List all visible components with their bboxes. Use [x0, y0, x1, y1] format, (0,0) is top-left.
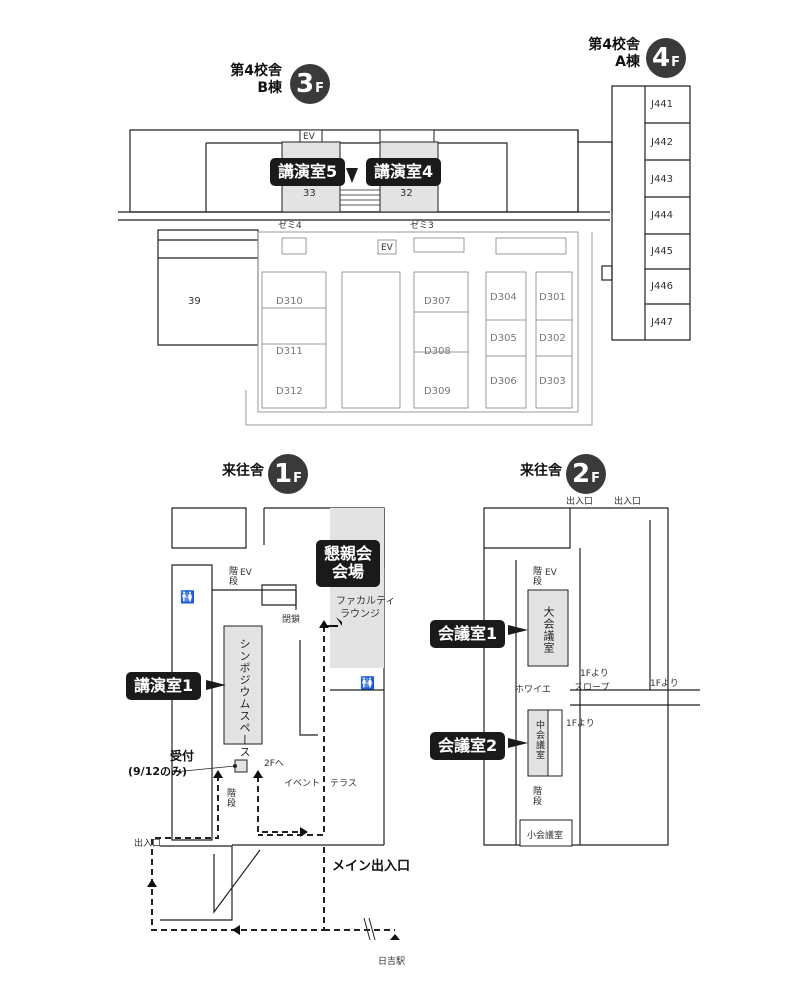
room-d308: D308: [424, 346, 451, 357]
room-j441: J441: [651, 99, 674, 110]
room-d303: D303: [539, 376, 566, 387]
tag-konshinkai-line1: 懇親会: [324, 544, 373, 563]
room-d310: D310: [276, 296, 303, 307]
room-d307: D307: [424, 296, 451, 307]
ev-2f: EV: [545, 568, 557, 578]
room-d302: D302: [539, 333, 566, 344]
faculty-lounge-1: ファカルティ: [336, 596, 396, 607]
exit-1f: 出入口: [134, 839, 162, 849]
room-d306: D306: [490, 376, 517, 387]
hiyoshi-station: 日吉駅: [378, 957, 406, 967]
building-4a-4f-outline: [601, 85, 691, 341]
main-exit-label: メイン出入口: [332, 859, 411, 874]
stairs-3f-top: [340, 189, 380, 206]
tag-konshinkai: 懇親会 会場: [316, 540, 381, 587]
stairs-2f: 階段: [531, 566, 541, 586]
tag-konshinkai-line2: 会場: [332, 562, 365, 582]
room-j444: J444: [651, 210, 674, 221]
raiou-2f-name: 来往舎: [520, 463, 562, 479]
tag-kaigi1: 会議室1: [430, 620, 506, 649]
restroom-icon: 🚻: [180, 590, 195, 604]
tag-koen4: 講演室4: [366, 158, 442, 187]
to-2f: 2Fへ: [264, 759, 284, 769]
terrace-label: テラス: [330, 779, 357, 789]
closed-label: 閉鎖: [282, 615, 301, 625]
raiou-1f-name: 来往舎: [222, 463, 264, 479]
room-j446: J446: [651, 281, 674, 292]
ev-3f-top: EV: [303, 132, 315, 142]
building-4a-line1: 第4校舎: [588, 37, 640, 53]
event-label: イベント: [284, 779, 321, 789]
ev-3f-mid: EV: [381, 243, 393, 253]
from-1f-b: 1Fより: [650, 679, 679, 689]
hoyer: ホワイエ: [515, 685, 551, 695]
room-39: 39: [188, 296, 201, 307]
building-4b-line1: 第4校舎: [230, 63, 282, 79]
exit-2f-a: 出入口: [566, 497, 594, 507]
stairs-2f-lower: 階段: [531, 786, 541, 806]
room-33: 33: [303, 188, 316, 199]
room-j447: J447: [651, 317, 674, 328]
faculty-lounge-2: ラウンジ: [340, 609, 380, 620]
room-j443: J443: [651, 174, 674, 185]
semi3: ゼミ3: [410, 221, 434, 231]
room-j445: J445: [651, 246, 674, 257]
restroom-icon-2: 🚻: [360, 676, 375, 690]
room-d304: D304: [490, 292, 517, 303]
dai-kaigi-fill: [527, 589, 569, 667]
room-d312: D312: [276, 386, 303, 397]
tag-kaigi2: 会議室2: [430, 732, 506, 761]
stairs-1f-lower: 階段: [225, 788, 235, 808]
room-32: 32: [400, 188, 413, 199]
faculty-lounge-fill: [330, 508, 384, 668]
reception-note: (9/12のみ): [128, 765, 188, 778]
from-1f-a: 1Fより: [580, 669, 609, 679]
room-j442: J442: [651, 137, 674, 148]
symposium-space: シンポジウムスペース: [238, 638, 251, 758]
slope: スロープ: [574, 683, 610, 693]
sho-kaigi: 小会議室: [527, 831, 564, 841]
exit-2f-b: 出入口: [614, 497, 642, 507]
ev-1f: EV: [240, 568, 252, 578]
chu-kaigi: 中会議室: [534, 720, 544, 760]
tag-koen1: 講演室1: [126, 672, 202, 701]
building-4a-line2: A棟: [615, 54, 640, 70]
from-1f-c: 1Fより: [566, 719, 595, 729]
dai-kaigi: 大会議室: [542, 606, 555, 654]
tag-koen5: 講演室5: [270, 158, 346, 187]
room-d309: D309: [424, 386, 451, 397]
room-d311: D311: [276, 346, 303, 357]
reception-label: 受付: [170, 749, 195, 763]
building-d-outline: [245, 231, 593, 426]
room-d301: D301: [539, 292, 566, 303]
building-4b-line2: B棟: [257, 80, 282, 96]
room-d305: D305: [490, 333, 517, 344]
stairs-1f: 階段: [227, 566, 237, 586]
semi4: ゼミ4: [278, 221, 302, 231]
